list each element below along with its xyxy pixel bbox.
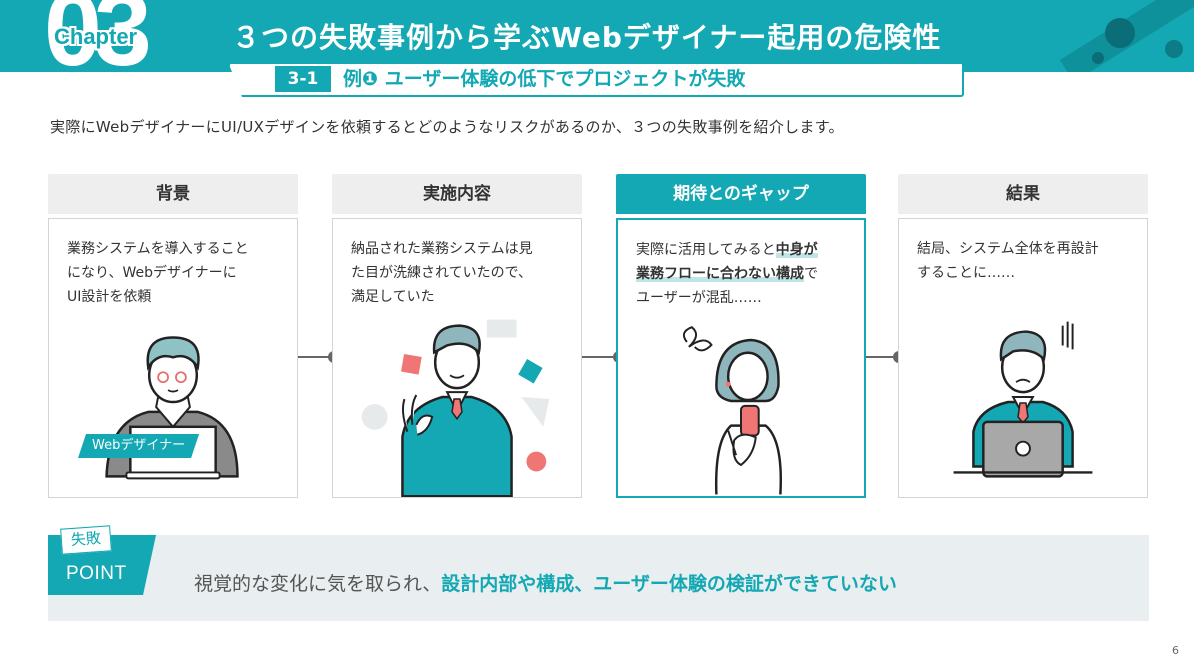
point-label: POINT <box>66 563 127 584</box>
step-text-line: になり、Webデザイナーに <box>67 265 237 281</box>
web-designer-illustration <box>105 336 239 480</box>
connector-line <box>298 356 334 358</box>
section-number: 3-1 <box>275 66 331 92</box>
failure-tag: 失敗 <box>60 525 112 555</box>
satisfied-man-illustration <box>361 319 550 497</box>
page-title: ３つの失敗事例から学ぶWebデザイナー起用の危険性 <box>232 21 942 54</box>
step-card-result: 結果 結局、システム全体を再設計 することに…… <box>898 174 1148 498</box>
section-title: 例❶ ユーザー体験の低下でプロジェクトが失敗 <box>343 68 746 90</box>
step-title: 実施内容 <box>332 174 582 214</box>
decorative-dot <box>1165 40 1183 58</box>
point-text-plain: 視覚的な変化に気を取られ、 <box>194 573 442 595</box>
step-body: 納品された業務システムは見 た目が洗練されていたので、 満足していた <box>332 218 582 498</box>
step-card-gap: 期待とのギャップ 実際に活用してみると中身が 業務フローに合わない構成で ユーザ… <box>616 174 866 498</box>
step-body: 実際に活用してみると中身が 業務フローに合わない構成で ユーザーが混乱…… <box>616 218 866 498</box>
step-text-line: 納品された業務システムは見 <box>351 241 533 257</box>
step-text-line: することに…… <box>917 265 1015 281</box>
step-text-highlight: 業務フローに合わない構成 <box>636 266 804 282</box>
intro-text: 実際にWebデザイナーにUI/UXデザインを依頼するとどのようなリスクがあるのか… <box>50 118 844 136</box>
step-title: 期待とのギャップ <box>616 174 866 214</box>
step-text-line: 業務システムを導入すること <box>67 241 249 257</box>
step-text-line: た目が洗練されていたので、 <box>351 265 533 281</box>
role-tag: Webデザイナー <box>78 434 199 458</box>
chapter-label: Chapter <box>54 24 138 49</box>
step-text-line: ユーザーが混乱…… <box>636 290 762 306</box>
decorative-dot <box>1105 18 1135 48</box>
step-body: 結局、システム全体を再設計 することに…… <box>898 218 1148 498</box>
step-text-highlight: 中身が <box>775 242 818 258</box>
decorative-dot <box>1092 52 1104 64</box>
page-number: 6 <box>1172 644 1179 657</box>
point-banner <box>48 535 1149 621</box>
subtitle-bar <box>228 62 964 97</box>
step-text-line: 結局、システム全体を再設計 <box>917 241 1099 257</box>
step-card-implementation: 実施内容 納品された業務システムは見 た目が洗練されていたので、 満足していた <box>332 174 582 498</box>
header-banner: 03 Chapter ３つの失敗事例から学ぶWebデザイナー起用の危険性 <box>0 0 1194 72</box>
chapter-number: 03 <box>44 0 152 72</box>
distressed-man-laptop-illustration <box>953 321 1093 478</box>
point-text-emphasis: 設計内部や構成、ユーザー体験の検証ができていない <box>441 573 897 595</box>
step-title: 結果 <box>898 174 1148 214</box>
step-text-line: UI設計を依頼 <box>67 289 152 305</box>
step-title: 背景 <box>48 174 298 214</box>
step-text-line: 満足していた <box>351 289 435 305</box>
connector-line <box>582 356 618 358</box>
step-text: で <box>804 266 818 282</box>
confused-woman-illustration <box>682 326 782 495</box>
connector-line <box>866 356 902 358</box>
point-text: 視覚的な変化に気を取られ、設計内部や構成、ユーザー体験の検証ができていない <box>194 569 897 596</box>
step-text: 実際に活用してみると <box>636 242 776 258</box>
